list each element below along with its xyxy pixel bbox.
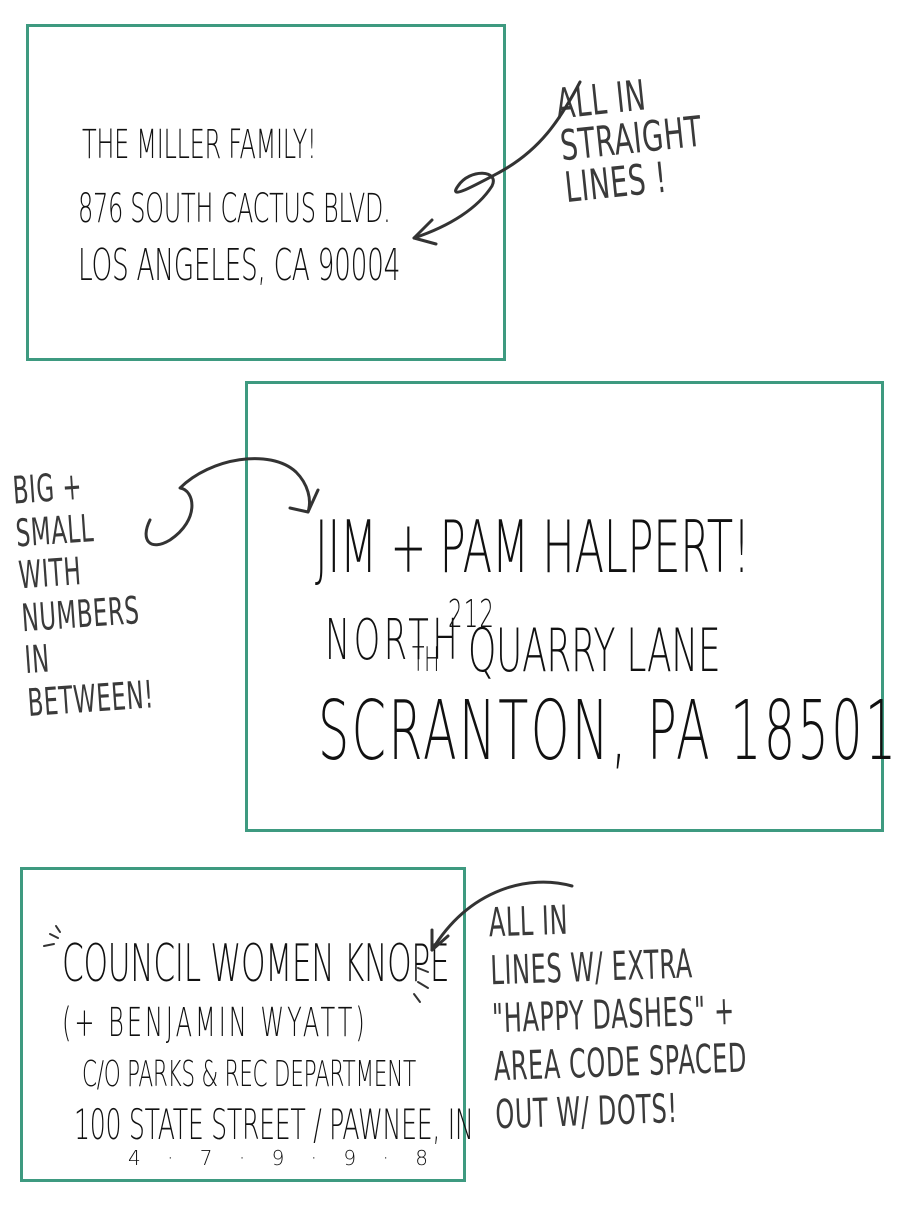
envelope-3-street-city-line: 100 STATE STREET / PAWNEE, IN: [74, 1100, 474, 1149]
envelope-2-city-line: SCRANTON, PA 18501: [318, 684, 899, 779]
envelope-3-name-line: COUNCIL WOMEN KNOPE: [62, 934, 450, 994]
envelope-1-street-line: 876 SOUTH CACTUS BLVD.: [78, 186, 391, 232]
envelope-2-street-name: QUARRY LANE: [468, 616, 721, 686]
envelope-2-name-line: JIM + PAM HALPERT!: [315, 505, 750, 589]
envelope-2-house-number: 212: [448, 592, 496, 636]
arrow-icon: [412, 80, 582, 246]
envelope-1: [26, 24, 506, 361]
envelope-2: [245, 381, 884, 832]
envelope-3-second-name-line: (+ BENJAMIN WYATT): [62, 1000, 368, 1046]
happy-dashes-icon: [43, 925, 429, 1003]
arrow-icon: [430, 880, 574, 952]
envelope-2-number-suffix: TH: [412, 640, 440, 680]
arrow-icon: [144, 457, 320, 547]
envelope-1-name-line: THE MILLER FAMILY!: [82, 122, 317, 168]
envelope-3-zip-code: 4 · 7 · 9 · 9 · 8: [128, 1146, 438, 1170]
envelope-3: [20, 867, 466, 1182]
envelope-1-city-line: LOS ANGELES, CA 90004: [78, 240, 401, 291]
envelope-3-care-of-line: C/O PARKS & REC DEPARTMENT: [82, 1054, 416, 1095]
envelope-2-direction: NORTH: [325, 608, 462, 673]
